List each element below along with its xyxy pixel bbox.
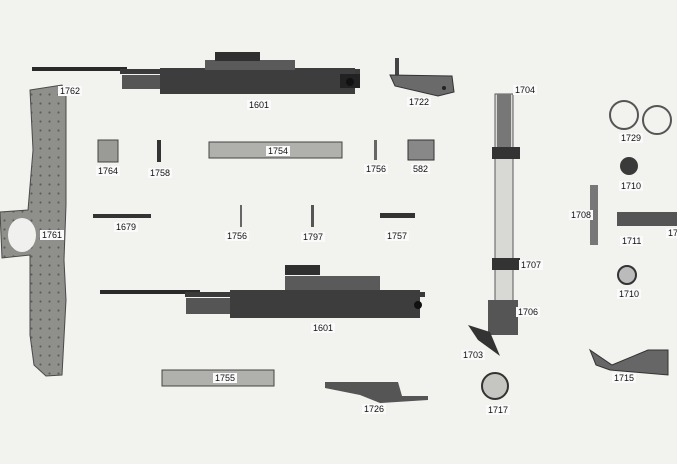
label-1764: 1764 [96,166,121,176]
label-1710-bottom: 1710 [617,289,642,299]
machine-gun-bottom [100,265,425,318]
pin-part-1797 [311,205,314,227]
label-1754: 1754 [266,146,291,156]
label-1706: 1706 [516,307,541,317]
label-1726: 1726 [362,404,387,414]
label-1717: 1717 [486,405,511,415]
label-1757: 1757 [385,231,410,241]
gear-wheel-top [620,157,638,175]
label-1707: 1707 [519,260,544,270]
label-1708: 1708 [569,210,594,220]
label-1601-bottom: 1601 [311,323,336,333]
label-1758: 1758 [148,168,173,178]
mount-part-1715 [588,348,669,376]
label-1710-top: 1710 [619,181,644,191]
clamp-part [97,139,119,163]
label-1756-bottom: 1756 [225,231,250,241]
gear-wheel-bottom [617,265,637,285]
ring-parts [609,100,672,135]
label-1755: 1755 [213,373,238,383]
arm-part-1711 [617,212,677,226]
machine-gun-top [32,52,360,94]
label-582: 582 [411,164,431,174]
mount-tube [468,93,520,356]
rod-part-1708 [590,185,598,245]
tripod-leg-plate [0,84,67,377]
label-1762: 1762 [58,86,83,96]
label-1704: 1704 [513,85,538,95]
label-17-cut: 17 [666,228,677,238]
rod-part-1679 [93,214,151,218]
wheel-part-1717 [481,372,509,400]
label-1756-top: 1756 [364,164,389,174]
trigger-part-1726 [325,382,428,403]
label-1761: 1761 [40,230,65,240]
label-1722: 1722 [407,97,432,107]
label-1715: 1715 [612,373,637,383]
pin-part-1756b [240,205,242,227]
bracket-part [389,58,455,97]
pin-part-1756a [374,140,377,160]
label-1601-top: 1601 [247,100,272,110]
nut-part-582 [407,139,435,161]
screw-part-1757 [380,213,415,218]
label-1797: 1797 [301,232,326,242]
bolt-part [157,140,161,162]
label-1679: 1679 [114,222,139,232]
label-1729: 1729 [619,133,644,143]
label-1703: 1703 [461,350,486,360]
label-1711: 1711 [620,236,644,246]
